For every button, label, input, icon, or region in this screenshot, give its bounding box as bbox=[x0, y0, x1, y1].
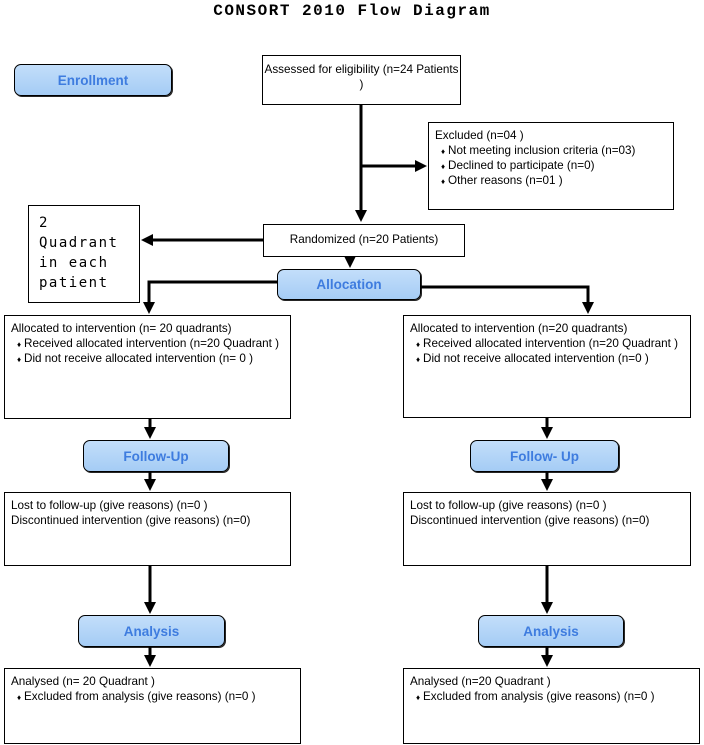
bullet-icon: ♦ bbox=[440, 176, 446, 186]
allocated-right-box: Allocated to intervention (n=20 quadrant… bbox=[403, 315, 691, 418]
bullet-icon: ♦ bbox=[415, 692, 421, 702]
quadrant-line-1: 2 bbox=[39, 215, 49, 231]
followup-right-line-1: Lost to follow-up (give reasons) (n=0 ) bbox=[410, 499, 607, 512]
excluded-box: Excluded (n=04 ) ♦ Not meeting inclusion… bbox=[428, 122, 674, 210]
followup-stage-text-right: Follow- Up bbox=[510, 448, 579, 464]
allocated-right-bullet-1: ♦ Received allocated intervention (n=20 … bbox=[410, 337, 686, 352]
followup-stage-text-left: Follow-Up bbox=[123, 448, 189, 464]
enrollment-stage-text: Enrollment bbox=[57, 72, 129, 88]
allocated-left-bullet-1: ♦ Received allocated intervention (n=20 … bbox=[11, 337, 286, 352]
followup-left-line-2: Discontinued intervention (give reasons)… bbox=[11, 513, 251, 527]
analysed-right-box: Analysed (n=20 Quadrant ) ♦ Excluded fro… bbox=[403, 668, 700, 744]
excluded-bullet-1: ♦ Not meeting inclusion criteria (n=03) bbox=[435, 144, 669, 159]
bullet-icon: ♦ bbox=[16, 354, 22, 364]
analysed-right-bullet-1: ♦ Excluded from analysis (give reasons) … bbox=[410, 690, 695, 705]
followup-right-line-2: Discontinued intervention (give reasons)… bbox=[410, 513, 650, 527]
assessed-box: Assessed for eligibility (n=24 Patients … bbox=[262, 55, 461, 105]
analysed-right-heading: Analysed (n=20 Quadrant ) bbox=[410, 675, 551, 688]
analysis-stage-text-left: Analysis bbox=[123, 623, 180, 639]
followup-stage-label-left: Follow-Up bbox=[83, 440, 229, 472]
allocated-left-box: Allocated to intervention (n= 20 quadran… bbox=[4, 315, 291, 419]
followup-left-line-1: Lost to follow-up (give reasons) (n=0 ) bbox=[11, 499, 208, 512]
analysis-stage-label-right: Analysis bbox=[478, 615, 624, 647]
quadrant-note-box: 2 Quadrant in each patient bbox=[28, 205, 140, 303]
allocation-stage-text: Allocation bbox=[316, 277, 382, 292]
bullet-icon: ♦ bbox=[16, 692, 22, 702]
allocated-left-bullet-2: ♦ Did not receive allocated intervention… bbox=[11, 352, 286, 367]
analysed-left-box: Analysed (n= 20 Quadrant ) ♦ Excluded fr… bbox=[4, 668, 301, 744]
followup-left-box: Lost to follow-up (give reasons) (n=0 ) … bbox=[4, 492, 291, 566]
bullet-icon: ♦ bbox=[16, 339, 22, 349]
assessed-text: Assessed for eligibility (n=24 Patients … bbox=[264, 63, 459, 91]
followup-right-box: Lost to follow-up (give reasons) (n=0 ) … bbox=[403, 492, 691, 566]
quadrant-line-4: patient bbox=[39, 275, 109, 291]
allocated-right-bullet-2: ♦ Did not receive allocated intervention… bbox=[410, 352, 686, 367]
excluded-bullet-3: ♦ Other reasons (n=01 ) bbox=[435, 174, 669, 189]
allocation-stage-label: Allocation bbox=[277, 269, 421, 300]
followup-stage-label-right: Follow- Up bbox=[470, 440, 619, 472]
bullet-icon: ♦ bbox=[415, 339, 421, 349]
allocated-right-heading: Allocated to intervention (n=20 quadrant… bbox=[410, 322, 628, 335]
page-title: CONSORT 2010 Flow Diagram bbox=[213, 2, 491, 20]
quadrant-line-3: in each bbox=[39, 255, 109, 271]
excluded-bullet-2: ♦ Declined to participate (n=0) bbox=[435, 159, 669, 174]
analysed-left-bullet-1: ♦ Excluded from analysis (give reasons) … bbox=[11, 690, 296, 705]
randomized-box: Randomized (n=20 Patients) bbox=[263, 224, 465, 257]
analysis-stage-text-right: Analysis bbox=[523, 623, 579, 639]
excluded-heading: Excluded (n=04 ) bbox=[435, 129, 524, 142]
allocated-left-heading: Allocated to intervention (n= 20 quadran… bbox=[11, 322, 232, 335]
bullet-icon: ♦ bbox=[440, 161, 446, 171]
analysed-left-heading: Analysed (n= 20 Quadrant ) bbox=[11, 675, 155, 688]
bullet-icon: ♦ bbox=[415, 354, 421, 364]
randomized-text: Randomized (n=20 Patients) bbox=[289, 233, 439, 246]
enrollment-stage-label: Enrollment bbox=[14, 64, 172, 96]
bullet-icon: ♦ bbox=[440, 146, 446, 156]
analysis-stage-label-left: Analysis bbox=[78, 615, 225, 647]
quadrant-line-2: Quadrant bbox=[39, 235, 119, 251]
